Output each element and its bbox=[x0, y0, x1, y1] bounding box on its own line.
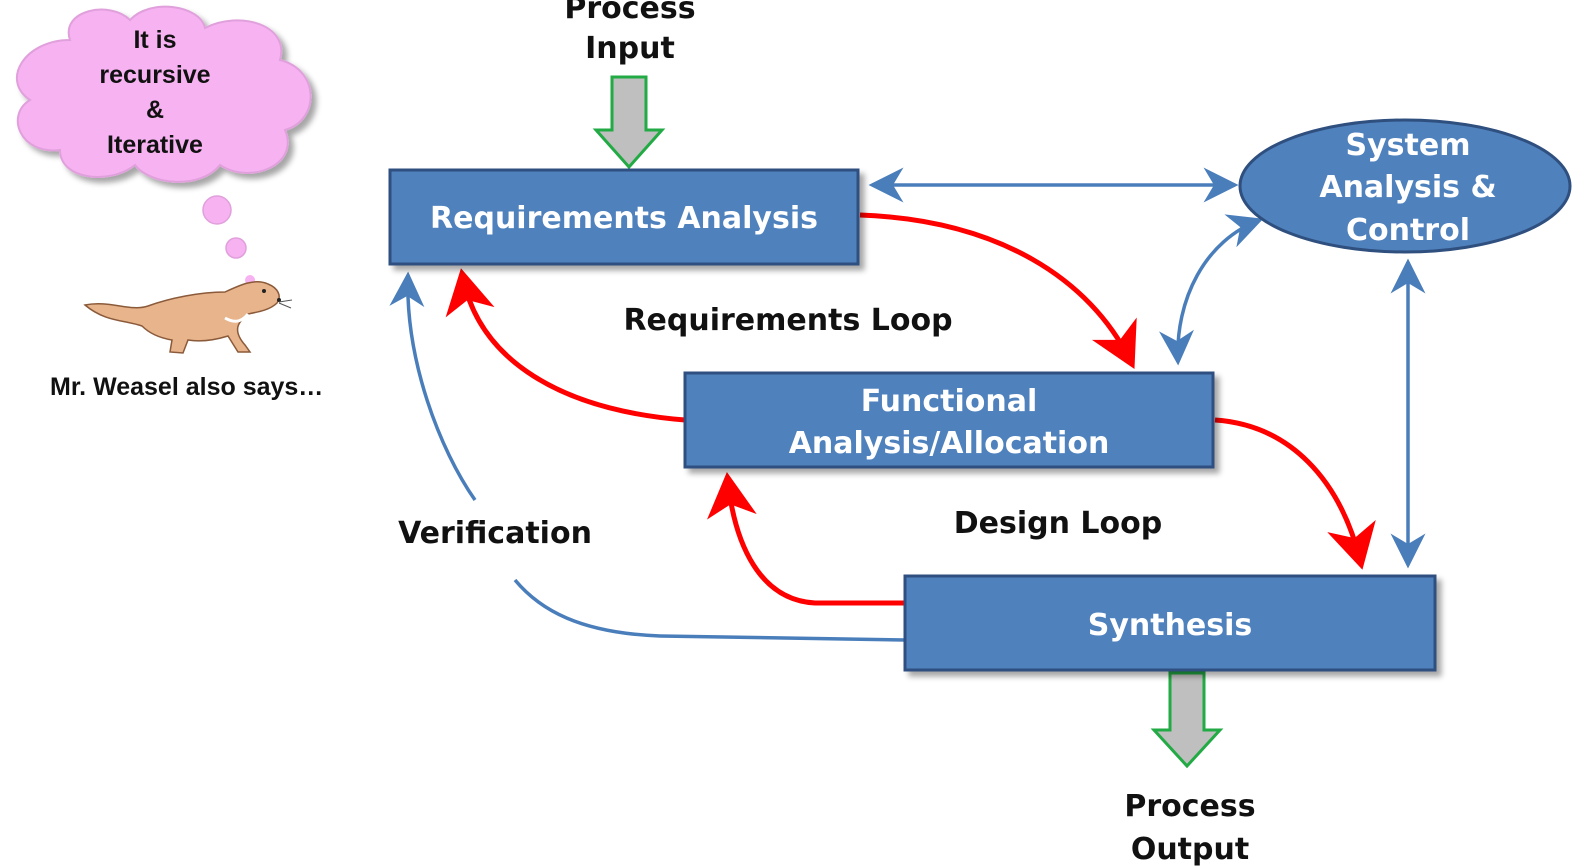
requirements-analysis-box[interactable]: Requirements Analysis bbox=[388, 168, 860, 266]
verification-arrow bbox=[408, 275, 906, 642]
functional-analysis-box[interactable]: Functional Analysis/Allocation bbox=[683, 371, 1215, 469]
process-input-arrow bbox=[592, 75, 666, 170]
synthesis-to-functional-loop-arrow bbox=[707, 472, 905, 606]
caption: Mr. Weasel also says… bbox=[50, 373, 323, 401]
synthesis-label: Synthesis bbox=[1088, 608, 1253, 643]
req-to-functional-loop-arrow bbox=[859, 212, 1137, 369]
system-analysis-label-line3: Control bbox=[1346, 213, 1470, 248]
cloud-text-line4: Iterative bbox=[107, 131, 203, 159]
design-loop-label: Design Loop bbox=[954, 506, 1162, 541]
system-analysis-ellipse[interactable]: System Analysis & Control bbox=[1238, 118, 1572, 254]
process-output-arrow bbox=[1150, 671, 1224, 769]
requirements-analysis-label: Requirements Analysis bbox=[430, 201, 818, 236]
process-input-label-line2: Input bbox=[585, 31, 675, 66]
process-input-label-line1: Process bbox=[564, 0, 695, 26]
verification-label: Verification bbox=[398, 516, 592, 551]
system-analysis-label-line1: System bbox=[1346, 128, 1471, 163]
cloud-text-line3: & bbox=[146, 96, 164, 124]
weasel-illustration bbox=[83, 280, 293, 354]
process-output-label-line1: Process bbox=[1124, 789, 1255, 824]
thought-cloud-icon bbox=[16, 5, 312, 285]
cloud-text-line1: It is bbox=[133, 26, 176, 54]
functional-to-synthesis-loop-arrow bbox=[1214, 417, 1376, 570]
functional-to-req-loop-arrow bbox=[445, 268, 686, 423]
synthesis-box[interactable]: Synthesis bbox=[903, 574, 1437, 672]
requirements-loop-label: Requirements Loop bbox=[623, 303, 952, 338]
functional-analysis-label-line2: Analysis/Allocation bbox=[789, 426, 1110, 461]
functional-analysis-label-line1: Functional bbox=[861, 384, 1038, 419]
process-output-label-line2: Output bbox=[1131, 832, 1249, 867]
system-to-functional-arrow bbox=[1159, 214, 1264, 366]
system-analysis-label-line2: Analysis & bbox=[1319, 170, 1496, 205]
cloud-text-line2: recursive bbox=[99, 61, 210, 89]
